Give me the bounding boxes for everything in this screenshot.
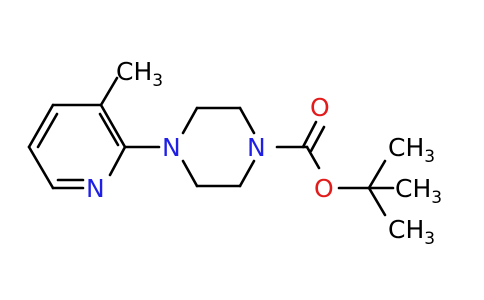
pyridine-ring — [27, 103, 127, 190]
bond-co-double-a — [301, 120, 318, 149]
carbamate-group — [275, 120, 371, 190]
tbu-methyl-3-label: CH3 — [388, 215, 435, 249]
bond-c5-c4-inner — [36, 112, 59, 149]
piperazine-n1-label: N — [162, 133, 181, 162]
bond-c-o-ester — [305, 145, 321, 170]
bond-methyl — [99, 76, 119, 107]
bond-co-double-b — [309, 125, 326, 153]
bond-n2-cc — [238, 159, 256, 188]
bond-c5-c4 — [27, 103, 55, 149]
tert-butyl-group — [367, 159, 395, 217]
carbonyl-o-label: O — [310, 93, 330, 122]
bond-c1-c2-inner — [98, 112, 120, 147]
piperazine-n2-label: N — [247, 133, 266, 162]
ester-o-label: O — [314, 174, 334, 203]
bond-c6-c5 — [27, 145, 55, 190]
bond-tbu-me1 — [367, 159, 387, 190]
pyridine-n-label: N — [86, 174, 105, 203]
bond-n1-ca — [181, 106, 199, 135]
bond-c2-n — [108, 145, 127, 177]
tbu-methyl-1-label: CH3 — [388, 133, 435, 167]
bond-tbu-me3 — [367, 186, 387, 217]
piperazine-ring — [181, 106, 256, 188]
methyl-label: CH3 — [116, 57, 163, 91]
bond-cd-n1 — [181, 159, 199, 188]
tbu-methyl-2-label: CH3 — [395, 174, 442, 208]
bond-c1-c2 — [99, 103, 127, 149]
bond-cb-n2 — [238, 106, 256, 135]
